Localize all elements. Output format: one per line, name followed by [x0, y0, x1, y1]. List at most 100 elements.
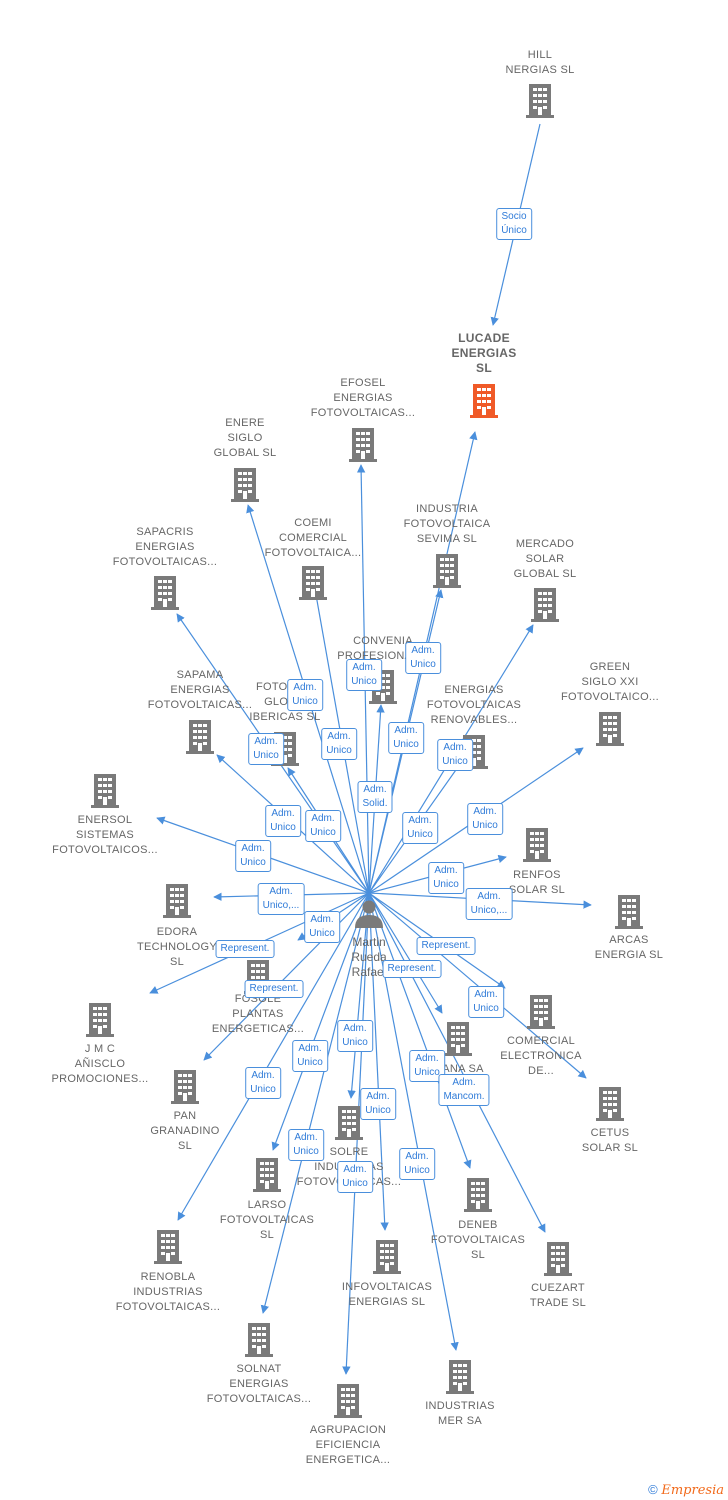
building-icon[interactable]	[526, 84, 554, 118]
edge-person-to-pan	[203, 892, 370, 1061]
edge-label-renobla: Adm. Unico	[245, 1067, 281, 1099]
company-efosel[interactable]: EFOSEL ENERGIAS FOTOVOLTAICAS...	[310, 377, 416, 419]
edge-label-fosole: Adm. Unico	[304, 911, 340, 943]
company-arcas[interactable]: ARCAS ENERGIA SL	[594, 934, 664, 961]
company-coemi[interactable]: COEMI COMERCIAL FOTOVOLTAICA...	[264, 517, 362, 559]
edge-label-edora: Adm. Unico,...	[257, 883, 305, 915]
company-green[interactable]: GREEN SIGLO XXI FOTOVOLTAICO...	[560, 661, 659, 703]
building-icon[interactable]	[444, 1022, 472, 1056]
company-jmc[interactable]: J M C AÑISCLO PROMOCIONES...	[51, 1043, 149, 1085]
edge-label-convenia: Adm. Solid.	[357, 781, 393, 813]
building-icon[interactable]	[163, 884, 191, 918]
building-icon[interactable]	[544, 1242, 572, 1276]
company-cuezart[interactable]: CUEZART TRADE SL	[529, 1282, 587, 1309]
edge-label-renfos: Adm. Unico	[428, 862, 464, 894]
company-renobla[interactable]: RENOBLA INDUSTRIAS FOTOVOLTAICAS...	[115, 1271, 221, 1313]
company-sapacris[interactable]: SAPACRIS ENERGIAS FOTOVOLTAICAS...	[112, 526, 218, 568]
building-icon[interactable]	[91, 774, 119, 808]
company-mercado[interactable]: MERCADO SOLAR GLOBAL SL	[513, 538, 577, 580]
person-name[interactable]: Martin Rueda Rafael	[351, 935, 387, 979]
company-fotovo[interactable]: FOTOVO... GLOB... IBERICAS SL	[249, 681, 321, 723]
empresia-logo: Empresia	[661, 1483, 724, 1498]
building-icon[interactable]	[596, 712, 624, 746]
building-icon[interactable]	[349, 428, 377, 462]
edge-label-sapama: Adm. Unico	[265, 805, 301, 837]
building-icon[interactable]	[531, 588, 559, 622]
company-ensol[interactable]: ENERSOL SISTEMAS FOTOVOLTAICOS...	[52, 814, 158, 856]
edge-label-cetus: Adm. Unico	[468, 986, 504, 1018]
edge-label-agrup: Adm. Unico	[337, 1161, 373, 1193]
edge-label-infovol: Adm. Unico	[360, 1088, 396, 1120]
building-icon[interactable]	[299, 566, 327, 600]
building-icon[interactable]	[335, 1106, 363, 1140]
edge-label-ana: Represent.	[382, 960, 442, 978]
edge-person-to-solnat	[260, 892, 370, 1314]
focus-building-icon[interactable]	[470, 384, 498, 418]
edge-label-cuezart: Adm. Mancom.	[438, 1074, 490, 1106]
building-icon[interactable]	[523, 828, 551, 862]
edge-person-to-renobla	[177, 892, 370, 1221]
building-icon[interactable]	[334, 1384, 362, 1418]
company-agrup[interactable]: AGRUPACION EFICIENCIA ENERGETICA...	[305, 1424, 391, 1466]
edge-label-jmc: Represent.	[215, 940, 275, 958]
nodes-layer	[86, 84, 643, 1418]
building-icon[interactable]	[433, 554, 461, 588]
building-icon[interactable]	[231, 468, 259, 502]
company-solnat[interactable]: SOLNAT ENERGIAS FOTOVOLTAICAS...	[206, 1363, 312, 1405]
edge-label-mer: Adm. Unico	[399, 1148, 435, 1180]
building-icon[interactable]	[171, 1070, 199, 1104]
building-icon[interactable]	[86, 1003, 114, 1037]
edge-label-efren: Adm. Unico	[402, 812, 438, 844]
edge-person-to-ana	[368, 892, 443, 1014]
company-efren[interactable]: ENERGIAS FOTOVOLTAICAS RENOVABLES...	[426, 684, 522, 726]
company-hill[interactable]: HILL NERGIAS SL	[505, 49, 575, 76]
edge-label-pan: Represent.	[244, 980, 304, 998]
building-icon[interactable]	[615, 895, 643, 929]
building-icon[interactable]	[151, 576, 179, 610]
company-sevima[interactable]: INDUSTRIA FOTOVOLTAICA SEVIMA SL	[403, 503, 491, 545]
edge-label-coemi: Adm. Unico	[321, 728, 357, 760]
edge-label-efosel: Adm. Unico	[346, 659, 382, 691]
building-icon[interactable]	[527, 995, 555, 1029]
company-comercial[interactable]: COMERCIAL ELECTRONICA DE...	[500, 1035, 582, 1077]
edge-label-sapacris: Adm. Unico	[248, 733, 284, 765]
person-icon[interactable]	[355, 900, 383, 929]
edge-label-mercado: Adm. Unico	[437, 739, 473, 771]
building-icon[interactable]	[253, 1158, 281, 1192]
company-cetus[interactable]: CETUS SOLAR SL	[581, 1127, 639, 1154]
company-enere[interactable]: ENERE SIGLO GLOBAL SL	[213, 417, 277, 459]
company-infovol[interactable]: INFOVOLTAICAS ENERGIAS SL	[341, 1281, 433, 1308]
edge-label-larso: Adm. Unico	[292, 1040, 328, 1072]
building-icon[interactable]	[446, 1360, 474, 1394]
company-edora[interactable]: EDORA TECHNOLOGY SL	[136, 926, 217, 968]
edge-label-hill: Socio Único	[496, 208, 532, 240]
footer-brand[interactable]: © Empresia	[648, 1482, 724, 1498]
company-lucade[interactable]: LUCADE ENERGIAS SL	[451, 331, 517, 375]
company-renfos[interactable]: RENFOS SOLAR SL	[508, 869, 566, 896]
edge-label-ensol: Adm. Unico	[235, 840, 271, 872]
company-pan[interactable]: PAN GRANADINO SL	[150, 1110, 220, 1152]
building-icon[interactable]	[245, 1323, 273, 1357]
building-icon[interactable]	[373, 1240, 401, 1274]
edge-label-sevima: Adm. Unico	[388, 722, 424, 754]
edge-label-fotovo: Adm. Unico	[305, 810, 341, 842]
company-mer[interactable]: INDUSTRIAS MER SA	[425, 1400, 495, 1427]
company-sapama[interactable]: SAPAMA ENERGIAS FOTOVOLTAICAS...	[147, 669, 253, 711]
edge-person-to-cuezart	[368, 892, 546, 1233]
company-deneb[interactable]: DENEB FOTOVOLTAICAS SL	[430, 1219, 526, 1261]
edge-person-to-deneb	[368, 892, 472, 1169]
edge-label-enere: Adm. Unico	[287, 679, 323, 711]
edge-label-solnat: Adm. Unico	[288, 1129, 324, 1161]
edge-person-to-infovol	[368, 892, 389, 1231]
edge-label-lucade: Adm. Unico	[405, 642, 441, 674]
company-larso[interactable]: LARSO FOTOVOLTAICAS SL	[219, 1199, 315, 1241]
building-icon[interactable]	[464, 1178, 492, 1212]
copyright-symbol: ©	[648, 1482, 658, 1497]
edge-label-comercial: Represent.	[416, 937, 476, 955]
edge-person-to-cetus	[368, 892, 587, 1079]
building-icon[interactable]	[186, 720, 214, 754]
building-icon[interactable]	[596, 1087, 624, 1121]
edge-label-arcas: Adm. Unico,...	[465, 888, 513, 920]
building-icon[interactable]	[154, 1230, 182, 1264]
company-fosole[interactable]: FOSOLE PLANTAS ENERGETICAS...	[211, 993, 305, 1035]
